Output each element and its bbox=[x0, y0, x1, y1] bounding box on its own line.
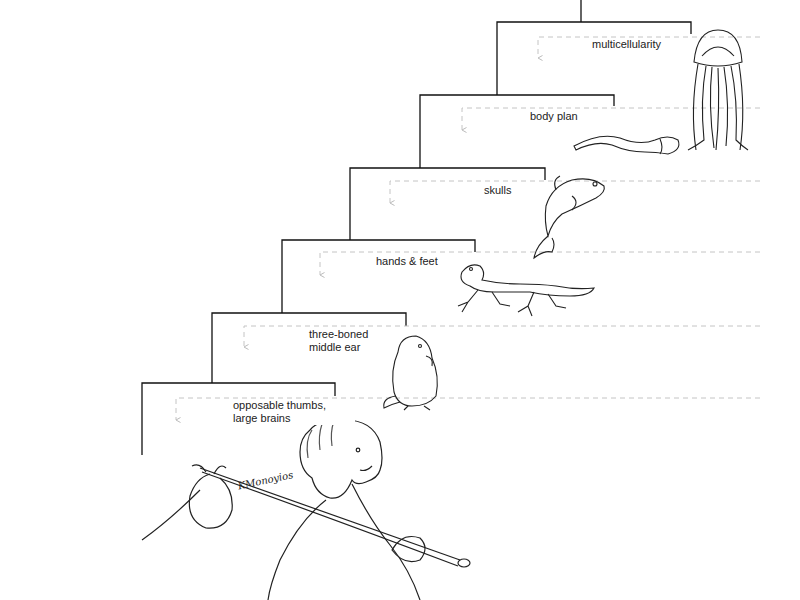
worm bbox=[574, 136, 679, 154]
salamander bbox=[458, 265, 594, 316]
beaver bbox=[384, 336, 438, 410]
signature: KMonoyios bbox=[235, 468, 297, 493]
jellyfish bbox=[688, 30, 748, 150]
tree-lines bbox=[142, 0, 691, 455]
human-figure bbox=[142, 420, 470, 600]
fish bbox=[534, 176, 604, 258]
dashed-guides bbox=[176, 37, 760, 420]
clade-label: hands & feet bbox=[374, 255, 440, 268]
clade-label: multicellularity bbox=[590, 38, 663, 51]
clade-label: skulls bbox=[482, 184, 514, 197]
clade-label: body plan bbox=[528, 110, 580, 123]
clade-label: three-boned middle ear bbox=[307, 328, 383, 354]
clade-label: opposable thumbs, large brains bbox=[231, 399, 355, 425]
